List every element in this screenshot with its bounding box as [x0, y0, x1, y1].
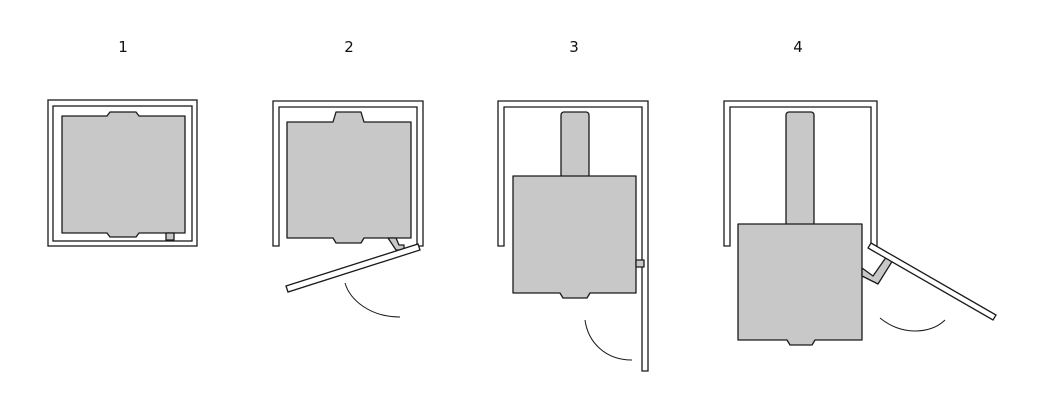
- storage-unit: [61, 111, 186, 238]
- cabinet-frame: [497, 100, 649, 372]
- step-2-label: 2: [344, 38, 354, 56]
- hinge-bracket: [165, 232, 175, 241]
- extension-rail: [785, 111, 815, 231]
- step-3-unit-pulled-out: [497, 100, 649, 372]
- cabinet-door: [867, 242, 997, 321]
- door-swing-arc: [584, 319, 633, 361]
- step-2-door-opening: [272, 100, 424, 318]
- extension-rail: [560, 111, 590, 183]
- step-1-label: 1: [118, 38, 128, 56]
- step-1-closed-cabinet: [47, 99, 198, 247]
- door-swing-arc: [879, 317, 946, 332]
- swing-arm: [387, 237, 405, 251]
- cabinet-door: [285, 243, 421, 293]
- step-4-unit-swung-out: [723, 100, 997, 346]
- step-4-label: 4: [793, 38, 803, 56]
- storage-unit: [512, 175, 637, 299]
- step-3-label: 3: [569, 38, 579, 56]
- storage-unit: [737, 223, 863, 346]
- storage-unit: [286, 111, 412, 244]
- door-swing-arc: [344, 282, 401, 318]
- hinge-bracket: [635, 259, 645, 268]
